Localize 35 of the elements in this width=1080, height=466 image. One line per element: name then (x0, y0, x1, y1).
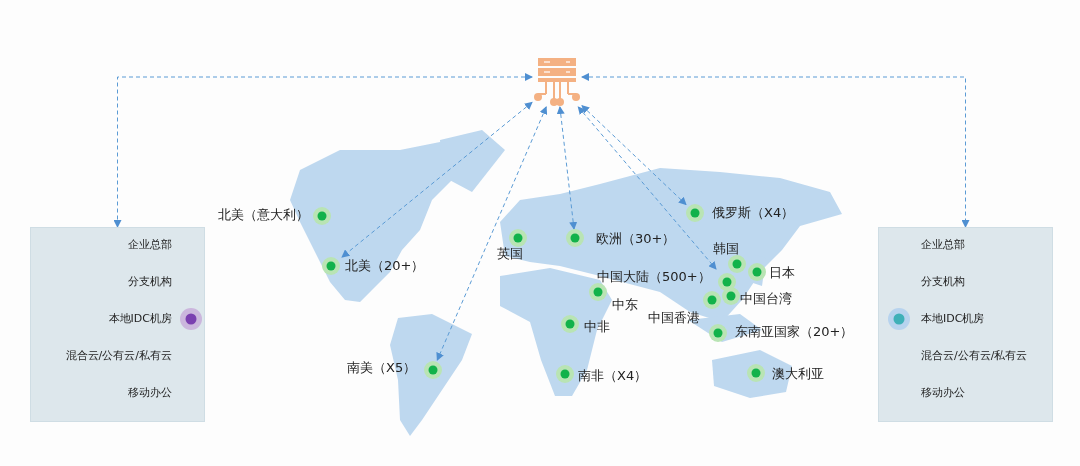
panel-item: 混合云/公有云/私有云 (921, 349, 1028, 363)
location-label: 韩国 (713, 241, 739, 257)
location-label: 俄罗斯（X4） (712, 205, 795, 221)
connector-arrow (341, 101, 533, 258)
location-label: 南美（X5） (347, 360, 417, 376)
panel-item: 企业总部 (921, 238, 965, 252)
location-label: 南非（X4） (578, 368, 648, 384)
location-panel (30, 227, 205, 422)
connector-arrow (436, 106, 548, 361)
panel-item: 分支机构 (128, 275, 172, 289)
location-label: 中非 (584, 319, 610, 335)
connector-arrow (581, 105, 687, 206)
location-label: 中东 (612, 297, 638, 313)
connector-arrow (113, 73, 533, 228)
location-label: 北美（意大利） (218, 207, 309, 223)
location-label: 日本 (769, 265, 795, 281)
location-panel (878, 227, 1053, 422)
location-label: 欧洲（30+） (596, 231, 676, 247)
panel-item: 混合云/公有云/私有云 (65, 349, 172, 363)
location-label: 东南亚国家（20+） (735, 324, 854, 340)
location-label: 澳大利亚 (772, 366, 824, 382)
panel-item: 企业总部 (128, 238, 172, 252)
panel-item: 移动办公 (128, 386, 172, 400)
connector-arrow (556, 106, 578, 230)
location-label: 英国 (497, 246, 523, 262)
connector-arrow (581, 73, 970, 228)
location-label: 中国大陆（500+） (597, 269, 711, 285)
panel-item: 本地IDC机房 (108, 312, 172, 326)
location-label: 中国台湾 (740, 291, 792, 307)
location-label: 北美（20+） (345, 258, 425, 274)
panel-item: 分支机构 (921, 275, 965, 289)
panel-item: 移动办公 (921, 386, 965, 400)
location-label: 中国香港 (648, 310, 700, 326)
connector-arrow (577, 106, 717, 270)
panel-item: 本地IDC机房 (921, 312, 985, 326)
